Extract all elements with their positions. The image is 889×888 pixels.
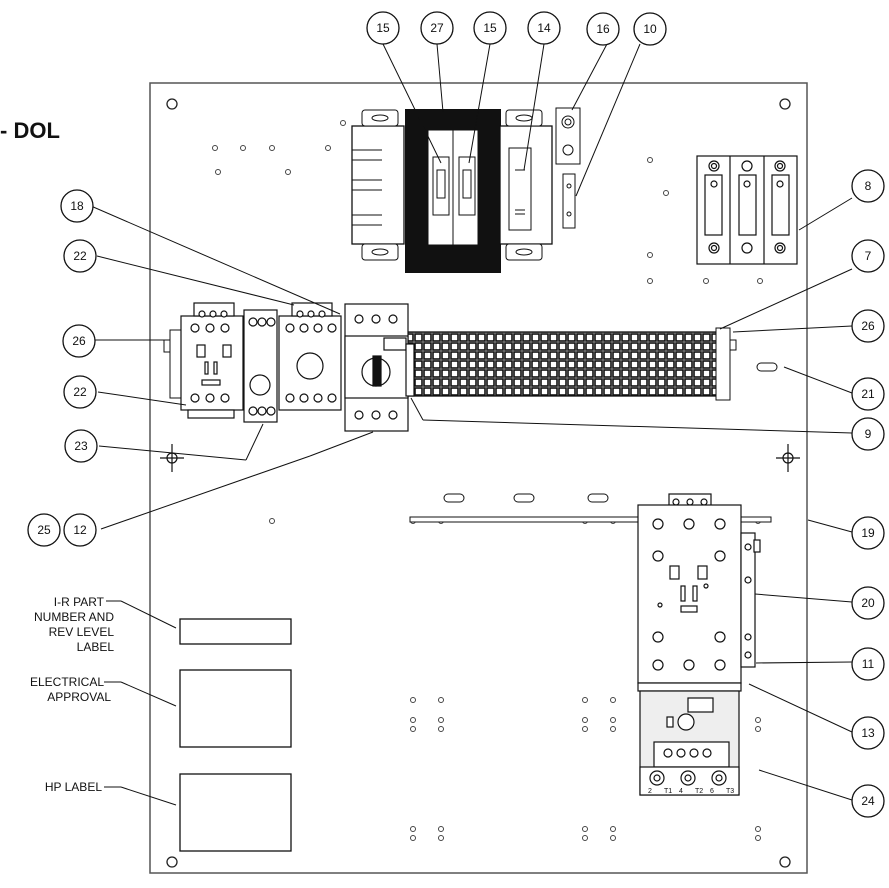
electrical-approval-box: [179, 669, 292, 748]
contactor-auxiliary-side: [740, 532, 761, 668]
callout-number: 25: [37, 523, 51, 537]
part-number-label-line2: NUMBER AND: [34, 610, 114, 624]
hp-label-box: [179, 773, 292, 852]
transformer-fuse-1: [432, 156, 450, 216]
callout-balloons: 15 27 15 14 16 10 8 18 22 7 26 26 21 22 …: [27, 11, 885, 818]
callout-number: 14: [537, 21, 551, 35]
callout-16: 16: [586, 12, 620, 46]
drill-holes: [212, 120, 763, 841]
callout-15-left: 15: [366, 11, 400, 45]
rail-slots: [443, 493, 609, 503]
callout-23: 23: [64, 429, 98, 463]
callout-number: 12: [73, 523, 87, 537]
callout-7: 7: [851, 239, 885, 273]
din-rail-end-stop-right: [715, 327, 737, 401]
callout-18: 18: [60, 189, 94, 223]
ground-lug: [555, 107, 581, 165]
mounting-slot: [756, 362, 778, 372]
main-contactor: [637, 493, 742, 692]
part-number-label-line3: REV LEVEL: [49, 625, 115, 639]
callout-25: 25: [27, 513, 61, 547]
overload-relay: [639, 690, 740, 796]
transformer-fuse-2: [458, 156, 476, 216]
callout-number: 7: [865, 249, 872, 263]
ground-symbol-right: [776, 444, 800, 472]
callout-number: 10: [643, 22, 657, 36]
callout-13: 13: [851, 716, 885, 750]
callout-number: 22: [73, 385, 87, 399]
callout-number: 9: [865, 427, 872, 441]
callout-27: 27: [420, 11, 454, 45]
callout-number: 11: [862, 657, 875, 671]
callout-number: 23: [74, 439, 88, 453]
callout-number: 8: [865, 179, 872, 193]
callout-24: 24: [851, 784, 885, 818]
electrical-approval-label-line1: ELECTRICAL: [30, 675, 104, 689]
terminal-mark: T1: [664, 788, 672, 795]
part-number-label-line4: LABEL: [77, 640, 115, 654]
terminal-mark: T2: [695, 788, 703, 795]
label-leaders: [104, 600, 177, 806]
callout-number: 27: [430, 21, 444, 35]
callout-number: 24: [861, 794, 875, 808]
callout-number: 15: [376, 21, 390, 35]
callout-number: 26: [861, 319, 875, 333]
lower-rail: [409, 516, 772, 523]
din-rail-end-stop-left: [163, 329, 183, 399]
terminal-mark: 6: [710, 788, 714, 795]
callout-26-right: 26: [851, 309, 885, 343]
callout-number: 26: [72, 334, 86, 348]
callout-number: 13: [861, 726, 875, 740]
hp-label-text: HP LABEL: [45, 780, 102, 794]
callout-number: 21: [861, 387, 875, 401]
overload-terminal-marks: 2 T1 4 T2 6 T3: [648, 788, 734, 795]
power-terminal-block: [696, 155, 798, 265]
callout-11: 11: [851, 647, 885, 681]
callout-22-bottom: 22: [63, 375, 97, 409]
electrical-approval-label-line2: APPROVAL: [47, 690, 111, 704]
ground-bar: [562, 173, 576, 229]
callout-number: 15: [483, 21, 497, 35]
auxiliary-contact-block: [243, 309, 278, 423]
callout-8: 8: [851, 169, 885, 203]
callout-10: 10: [633, 12, 667, 46]
callout-22-top: 22: [63, 239, 97, 273]
callout-number: 16: [596, 22, 610, 36]
back-panel: [149, 82, 808, 874]
callout-14: 14: [527, 11, 561, 45]
contactor-right: [278, 302, 342, 411]
callout-number: 19: [861, 526, 875, 540]
din-rail-wire-duct: [403, 331, 721, 397]
panel-mounting-holes: [166, 98, 791, 868]
callout-number: 20: [861, 596, 875, 610]
part-number-label-box: [179, 618, 292, 645]
callout-15-right: 15: [473, 11, 507, 45]
terminal-mark: 2: [648, 788, 652, 795]
control-transformer: [351, 109, 553, 273]
callout-21: 21: [851, 377, 885, 411]
terminal-mark: 4: [679, 788, 683, 795]
contactor-left: [180, 302, 244, 419]
terminal-mark: T3: [726, 788, 734, 795]
callout-number: 22: [73, 249, 87, 263]
motor-protection-breaker: [344, 303, 415, 432]
callout-leader-lines: [90, 43, 853, 801]
callout-26-left: 26: [62, 324, 96, 358]
ground-symbol-left: [160, 444, 184, 472]
callout-12: 12: [63, 513, 97, 547]
callout-number: 18: [70, 199, 84, 213]
callout-19: 19: [851, 516, 885, 550]
drawing-title: - DOL: [0, 118, 60, 143]
callout-9: 9: [851, 417, 885, 451]
part-number-label-line1: I-R PART: [54, 595, 105, 609]
callout-20: 20: [851, 586, 885, 620]
